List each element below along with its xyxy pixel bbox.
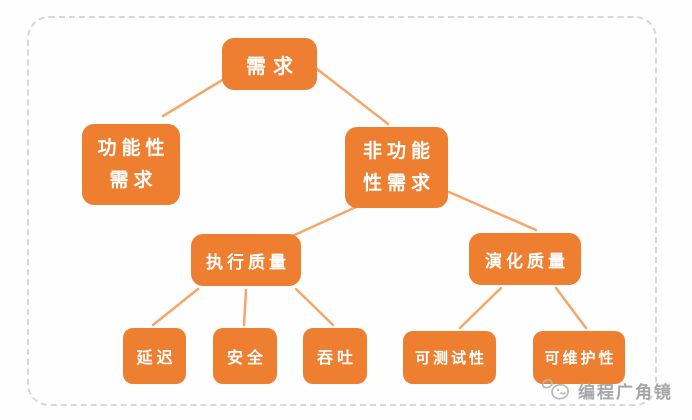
edge-execution-latency [151,287,200,327]
node-label: 延迟 [136,350,177,367]
node-non-functional-requirements: 非功能 性需求 [345,127,448,208]
node-label-line: 需求 [109,169,158,191]
node-label-line: 非功能 [362,141,435,163]
watermark-text: 编程广角镜 [578,382,673,402]
node-label-line: 性需求 [362,172,435,194]
edge-non-functional-execution [286,205,358,240]
node-label: 演化质量 [485,251,569,271]
node-label-line: 功能性 [97,138,170,160]
node-throughput: 吞吐 [303,328,367,384]
node-label: 安全 [226,350,267,367]
edge-non-functional-evolution [447,190,538,232]
node-label: 吞吐 [316,350,357,367]
node-requirements: 需求 [222,38,317,90]
node-label: 执行质量 [206,252,290,272]
node-label: 可维护性 [544,350,617,367]
watermark: 编程广角镜 [540,376,673,404]
node-label: 需求 [246,55,300,78]
node-maintainability: 可维护性 [533,331,625,384]
node-testability: 可测试性 [403,331,496,384]
edge-execution-throughput [294,287,335,327]
edge-execution-security [242,288,248,327]
dashed-frame [27,16,657,406]
node-execution-quality: 执行质量 [191,234,301,286]
doodle-face-icon [542,379,569,400]
edge-evolution-maintainability [554,286,588,330]
node-functional-requirements: 功能性 需求 [82,124,180,205]
node-evolution-quality: 演化质量 [469,233,581,285]
edge-root-functional [161,77,226,118]
node-label: 可测试性 [414,350,487,367]
edge-evolution-testability [458,286,503,330]
edge-root-non-functional [315,67,390,126]
node-security: 安全 [213,328,277,384]
node-latency: 延迟 [123,328,186,384]
